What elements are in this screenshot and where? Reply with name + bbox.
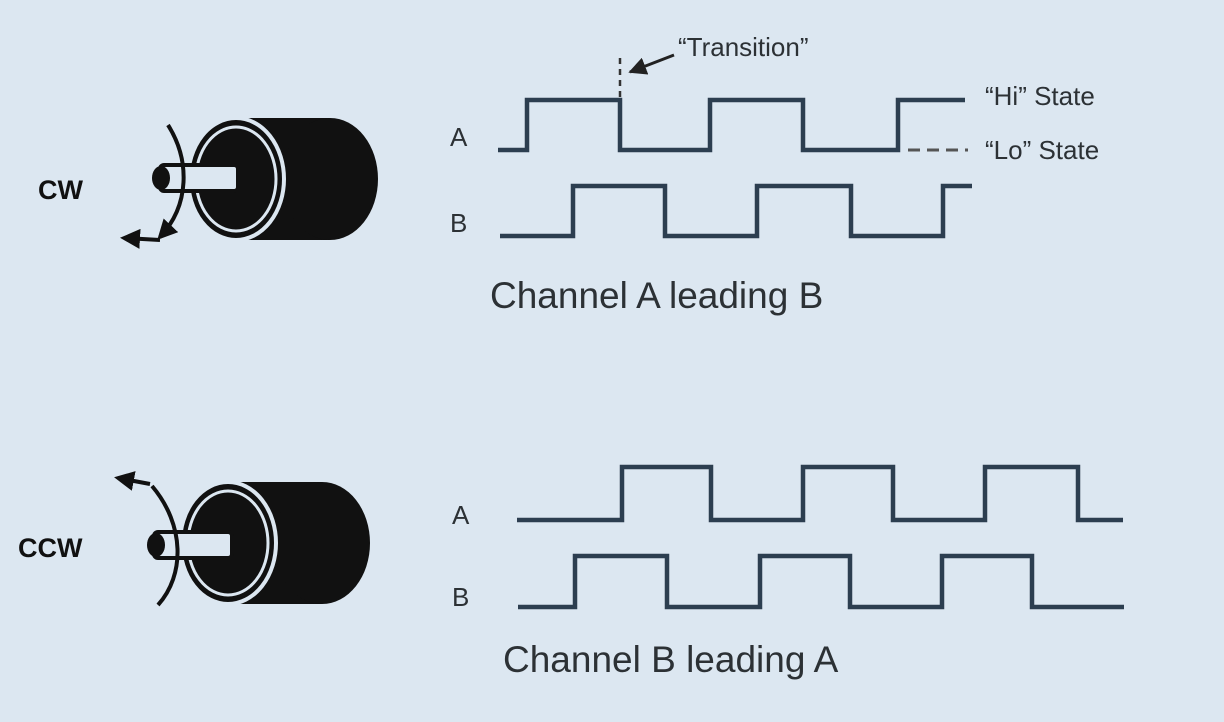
transition-arrow-icon <box>628 53 675 75</box>
hi-state-annotation: “Hi” State <box>985 81 1095 111</box>
ccw-motor-icon <box>147 480 370 606</box>
lo-state-annotation: “Lo” State <box>985 135 1099 165</box>
ccw-channel-a-waveform <box>517 464 1123 523</box>
cw-channel-b-label: B <box>450 208 467 238</box>
transition-annotation: “Transition” <box>678 32 809 62</box>
cw-caption: Channel A leading B <box>490 275 823 316</box>
cw-panel: CW A B “Transition” “Hi” State “Lo” Stat… <box>38 32 1099 316</box>
cw-motor-label: CW <box>38 175 83 205</box>
ccw-motor-label: CCW <box>18 533 83 563</box>
ccw-panel: CCW A B Channel B leading A <box>18 464 1124 680</box>
cw-channel-b-waveform <box>500 183 972 239</box>
ccw-channel-b-waveform <box>518 553 1124 610</box>
ccw-channel-b-label: B <box>452 582 469 612</box>
ccw-caption: Channel B leading A <box>503 639 839 680</box>
ccw-channel-a-label: A <box>452 500 470 530</box>
cw-channel-a-waveform <box>498 97 965 153</box>
ccw-rotation-arrow-icon <box>114 471 180 607</box>
cw-rotation-arrow-icon <box>120 123 186 249</box>
cw-channel-a-label: A <box>450 122 468 152</box>
cw-motor-icon <box>152 116 378 242</box>
